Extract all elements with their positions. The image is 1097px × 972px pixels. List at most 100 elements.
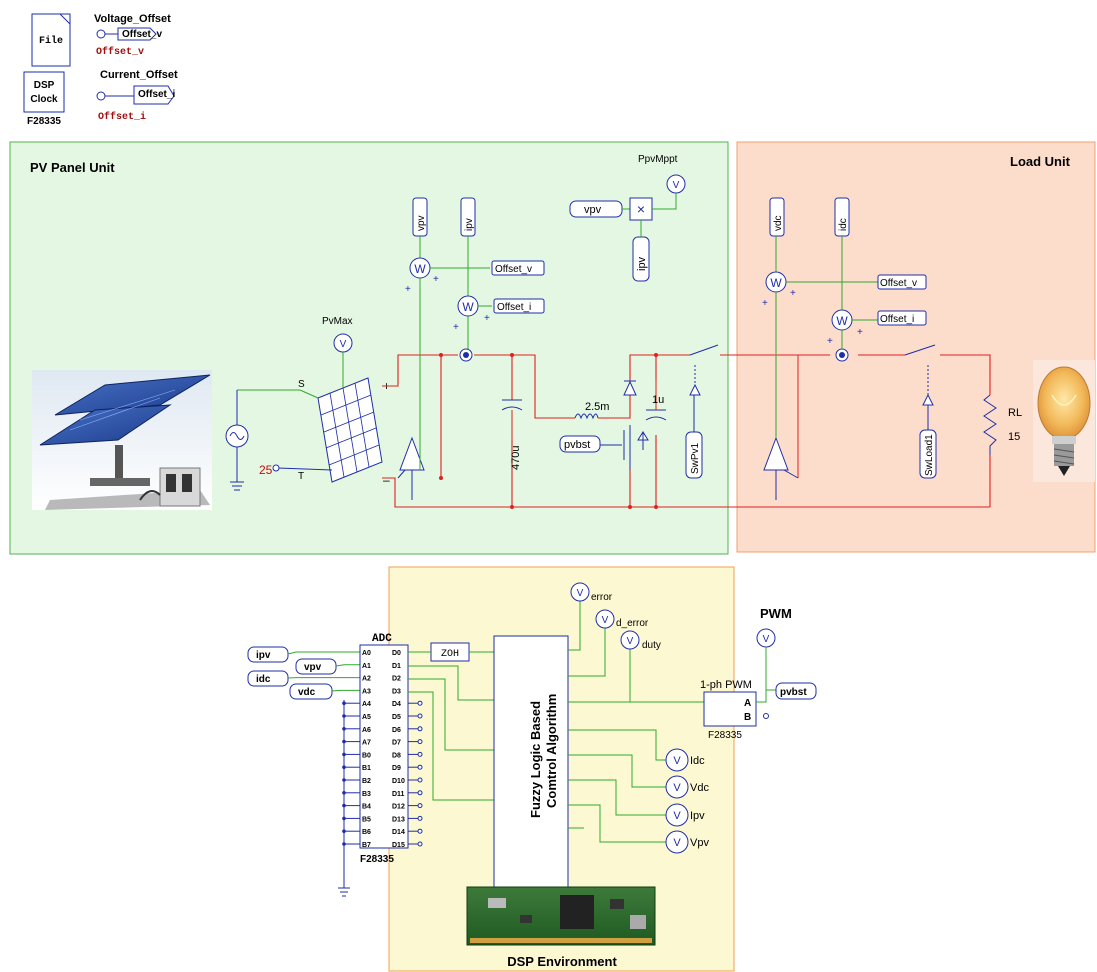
adc-left-pin: B3 xyxy=(362,791,371,798)
adc-right-pin: D5 xyxy=(392,714,401,721)
vpv-summer[interactable]: W + + xyxy=(405,257,490,438)
load-offset-v-tag[interactable]: Offset_v xyxy=(877,274,927,290)
adc-right-pin: D14 xyxy=(392,829,405,836)
adc-left-pin: B4 xyxy=(362,804,371,811)
adc-input-label: idc xyxy=(256,674,271,685)
dsp-clock-block[interactable]: DSP Clock F28335 xyxy=(23,71,65,127)
ac-source[interactable] xyxy=(225,389,300,491)
dsp-clock-model: F28335 xyxy=(27,116,61,127)
adc-input-idc[interactable]: idc xyxy=(247,670,360,687)
pv-offset-v-tag[interactable]: Offset_v xyxy=(491,260,545,276)
adc-right-pin: D11 xyxy=(392,791,405,798)
vdc-tag[interactable]: vdc xyxy=(769,197,785,272)
voltage-offset-block[interactable]: Voltage_Offset Offset_v Offset_v xyxy=(94,13,171,58)
meter-vpv[interactable]: V Vpv xyxy=(665,830,709,854)
meter-d-error[interactable]: V d_error xyxy=(595,609,649,629)
voltmeter-symbol: V xyxy=(763,634,770,645)
adc-right-pin: D15 xyxy=(392,842,405,849)
vpv-tag[interactable]: vpv xyxy=(412,197,428,258)
pv-switch[interactable]: SwPv1 xyxy=(685,344,719,479)
dsp-board-image xyxy=(466,886,656,946)
adc-right-pin: D9 xyxy=(392,765,401,772)
voltmeter-symbol: V xyxy=(673,180,680,191)
current-offset-port: Offset_i xyxy=(138,89,175,100)
multiply-symbol: × xyxy=(637,201,645,217)
adc-right-pin: D1 xyxy=(392,663,401,670)
adc-title: ADC xyxy=(372,633,392,645)
pv-minus-sign: – xyxy=(383,473,390,487)
junction-dots xyxy=(439,353,658,509)
load-switch-label: SwLoad1 xyxy=(924,434,935,476)
svg-text:+: + xyxy=(433,274,439,285)
ipv-tag[interactable]: ipv xyxy=(460,197,476,296)
pv-offset-i-tag[interactable]: Offset_i xyxy=(493,298,545,314)
load-current-sensor[interactable] xyxy=(835,348,849,362)
capacitor-1u-label: 1u xyxy=(652,394,664,406)
pwm-port-b: B xyxy=(744,712,751,723)
adc-right-pin: D12 xyxy=(392,804,405,811)
inductor-2-5m[interactable]: 2.5m xyxy=(574,401,609,420)
current-offset-var: Offset_i xyxy=(98,111,146,123)
pvmax-meter[interactable]: PvMax V xyxy=(322,316,353,388)
pvmax-label: PvMax xyxy=(322,316,353,327)
voltmeter-symbol: V xyxy=(577,588,584,599)
load-switch[interactable]: SwLoad1 xyxy=(904,344,937,479)
current-offset-block[interactable]: Current_Offset Offset_i Offset_i xyxy=(96,69,178,123)
adc-open-terminal xyxy=(417,726,423,732)
solar-panel-image xyxy=(32,370,212,510)
idc-summer[interactable]: W + + xyxy=(827,309,878,349)
mppt-vpv-label: vpv xyxy=(584,204,602,216)
idc-tag[interactable]: idc xyxy=(834,197,850,310)
meter-error[interactable]: V error xyxy=(570,582,613,603)
adc-left-pin: A1 xyxy=(362,663,371,670)
meter-label: Ipv xyxy=(690,810,705,822)
adc-block[interactable]: ADC A0A1A2A3A4A5A6A7B0B1B2B3B4B5B6B7D0D1… xyxy=(338,633,423,897)
ppv-mppt-block[interactable]: PpvMppt V vpv × ipv xyxy=(569,154,686,282)
fuzzy-label-line2: Comtrol Algorithm xyxy=(544,694,559,808)
dsp-clock-line1: DSP xyxy=(34,80,55,91)
pv-switch-label: SwPv1 xyxy=(690,442,701,474)
voltmeter-symbol: V xyxy=(673,782,681,794)
load-resistor[interactable]: RL 15 xyxy=(983,394,1022,455)
adc-open-terminal xyxy=(417,841,423,847)
adc-open-terminal xyxy=(417,828,423,834)
meter-label: Vpv xyxy=(690,837,709,849)
adc-input-ipv[interactable]: ipv xyxy=(247,646,360,663)
svg-text:+: + xyxy=(453,322,459,333)
adc-open-terminal xyxy=(417,777,423,783)
boost-mosfet[interactable]: pvbst xyxy=(559,425,649,470)
summer-symbol: W xyxy=(770,276,782,290)
resistor-value: 15 xyxy=(1008,431,1020,443)
pwm-model: F28335 xyxy=(708,730,742,741)
fuzzy-controller-block[interactable]: Fuzzy Logic Based Comtrol Algorithm xyxy=(493,635,569,897)
voltmeter-symbol: V xyxy=(673,837,681,849)
boost-diode[interactable] xyxy=(623,380,637,396)
vdc-summer[interactable]: W + + xyxy=(762,271,878,438)
file-block[interactable]: File xyxy=(31,13,71,67)
capacitor-470u[interactable]: 470u xyxy=(501,399,523,470)
capacitor-1u[interactable]: 1u xyxy=(645,380,667,421)
ipv-summer[interactable]: W + + xyxy=(453,295,492,349)
adc-left-pin: A6 xyxy=(362,727,371,734)
adc-left-pin: B0 xyxy=(362,752,371,759)
light-bulb-image xyxy=(1033,360,1095,482)
adc-left-pin: B5 xyxy=(362,816,371,823)
meter-duty[interactable]: V duty xyxy=(620,630,661,651)
svg-text:+: + xyxy=(405,284,411,295)
adc-input-vpv[interactable]: vpv xyxy=(295,658,360,675)
adc-left-pin: A7 xyxy=(362,740,371,747)
pv-array-symbol[interactable]: S T + – 25 xyxy=(259,377,390,487)
load-voltage-sensor[interactable] xyxy=(763,355,799,500)
pv-current-sensor[interactable] xyxy=(459,348,473,362)
pv-offset-i-label: Offset_i xyxy=(497,302,531,313)
adc-input-vdc[interactable]: vdc xyxy=(289,683,360,700)
adc-open-terminal xyxy=(417,700,423,706)
zoh-block[interactable]: ZOH xyxy=(408,642,494,662)
load-offset-i-tag[interactable]: Offset_i xyxy=(877,310,927,326)
adc-left-pin: B2 xyxy=(362,778,371,785)
pwm-block[interactable]: PWM V 1-ph PWM A B F28335 pvbst xyxy=(700,606,817,741)
adc-open-terminal xyxy=(417,790,423,796)
